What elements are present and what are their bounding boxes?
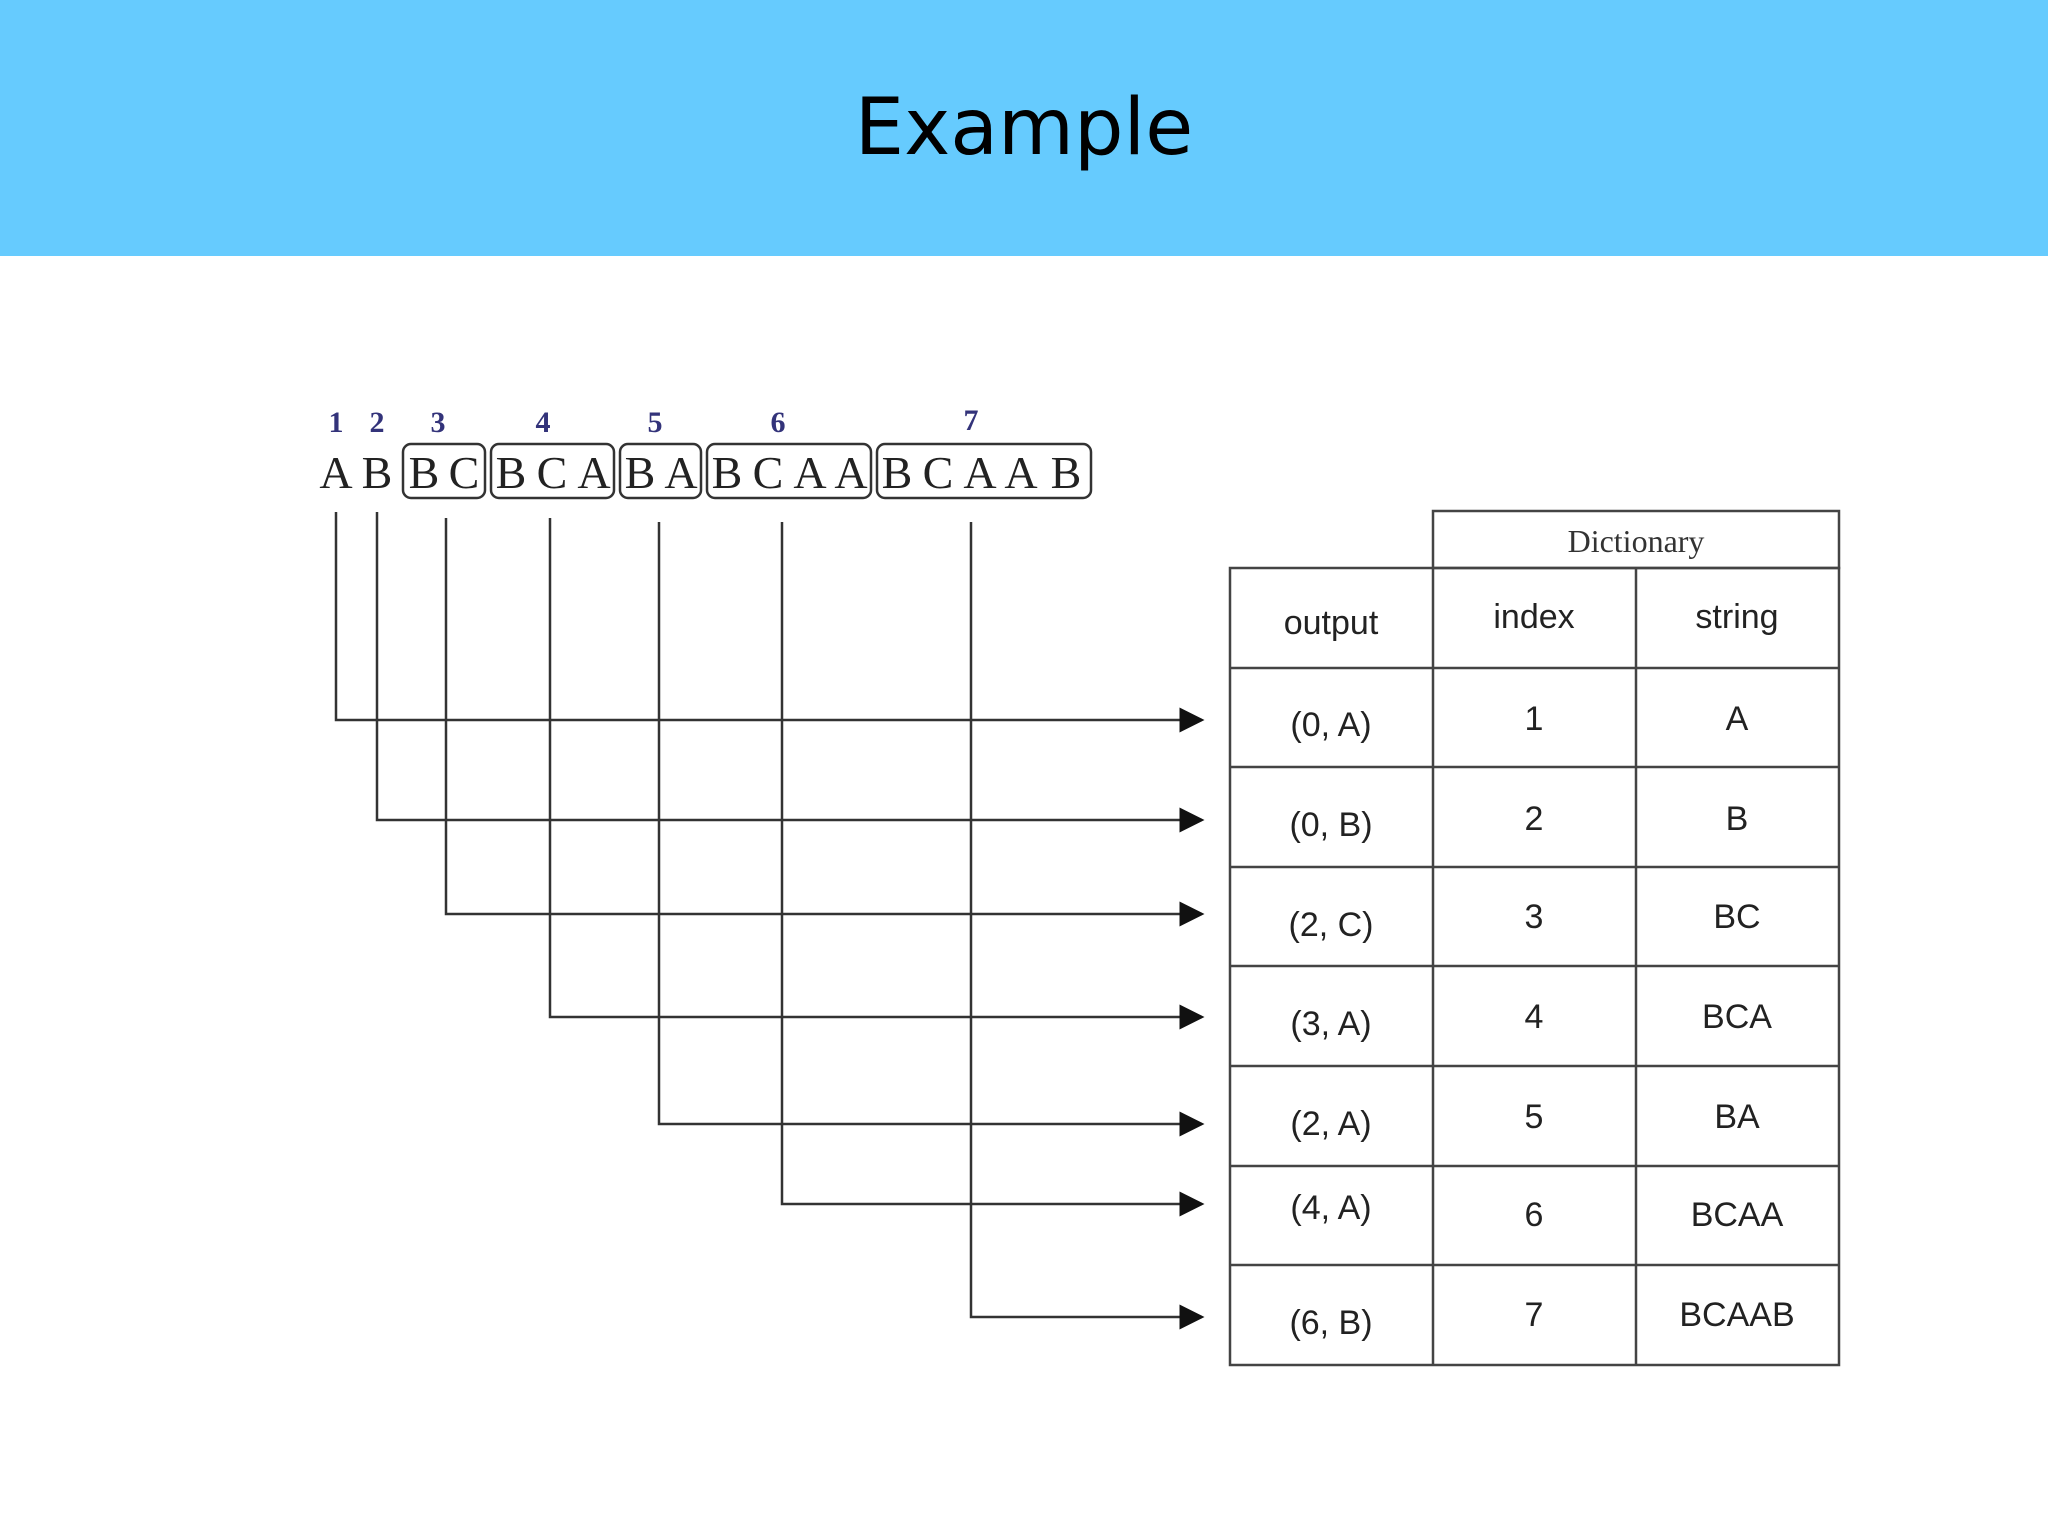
input-char: A — [834, 447, 867, 498]
table-cell-index: 2 — [1525, 800, 1544, 838]
connector-arrow-4 — [548, 518, 1205, 1030]
phrase-number: 5 — [648, 406, 663, 439]
phrase-number: 2 — [370, 406, 385, 439]
table-cell-string: BCA — [1702, 998, 1772, 1036]
connector-arrow-5 — [657, 522, 1205, 1137]
table-cell-string: BCAAB — [1679, 1296, 1794, 1334]
input-char: A — [963, 447, 996, 498]
connector-arrow-3 — [444, 518, 1205, 927]
table-cell-output: (6, B) — [1289, 1304, 1372, 1342]
connector-arrow-7 — [969, 522, 1205, 1330]
table-cell-string: BCAA — [1691, 1196, 1784, 1234]
phrase-box-7 — [875, 442, 1093, 500]
input-char: A — [319, 447, 352, 498]
phrase-number: 6 — [771, 406, 786, 439]
table-cell-index: 1 — [1525, 700, 1544, 738]
connector-arrow-6 — [780, 522, 1205, 1217]
title-band — [0, 0, 2048, 256]
input-char: C — [449, 447, 480, 498]
table-cell-string: A — [1726, 700, 1749, 738]
table-cell-output: (2, C) — [1289, 906, 1374, 944]
table-cell-output: (0, A) — [1290, 706, 1371, 744]
table-cell-index: 4 — [1525, 998, 1544, 1036]
input-char: B — [496, 447, 527, 498]
table-cell-string: B — [1726, 800, 1749, 838]
input-char: A — [577, 447, 610, 498]
table-cell-output: (2, A) — [1290, 1105, 1371, 1143]
input-char: B — [409, 447, 440, 498]
input-char: B — [362, 447, 393, 498]
table-cell-output: (0, B) — [1289, 806, 1372, 844]
column-header-index: index — [1493, 598, 1574, 636]
input-char: B — [882, 447, 913, 498]
input-char: A — [793, 447, 826, 498]
phrase-box-5 — [618, 442, 703, 500]
connector-arrow-2 — [375, 512, 1205, 833]
input-char: C — [753, 447, 784, 498]
input-char: C — [537, 447, 568, 498]
phrase-number: 3 — [431, 406, 446, 439]
phrase-box-6 — [705, 442, 873, 500]
input-char: A — [664, 447, 697, 498]
phrase-box-3 — [401, 442, 487, 500]
input-char: B — [1051, 447, 1082, 498]
table-cell-string: BA — [1714, 1098, 1760, 1136]
phrase-box-4 — [489, 442, 616, 500]
phrase-number: 7 — [964, 404, 979, 437]
table-cell-string: BC — [1713, 898, 1760, 936]
column-header-output: output — [1284, 604, 1379, 642]
connector-arrow-1 — [334, 512, 1205, 733]
phrase-number: 4 — [536, 406, 551, 439]
table-cell-output: (3, A) — [1290, 1005, 1371, 1043]
table-cell-index: 6 — [1525, 1196, 1544, 1234]
dictionary-table-grid — [1228, 509, 1841, 1367]
dictionary-header: Dictionary — [1568, 523, 1705, 559]
input-char: A — [1004, 447, 1037, 498]
input-char: B — [625, 447, 656, 498]
slide-title: Example — [854, 83, 1194, 173]
table-cell-index: 7 — [1525, 1296, 1544, 1334]
table-cell-output: (4, A) — [1290, 1189, 1371, 1227]
column-header-string: string — [1695, 598, 1778, 636]
phrase-number: 1 — [329, 406, 344, 439]
table-cell-index: 5 — [1525, 1098, 1544, 1136]
input-char: C — [923, 447, 954, 498]
input-char: B — [712, 447, 743, 498]
table-cell-index: 3 — [1525, 898, 1544, 936]
